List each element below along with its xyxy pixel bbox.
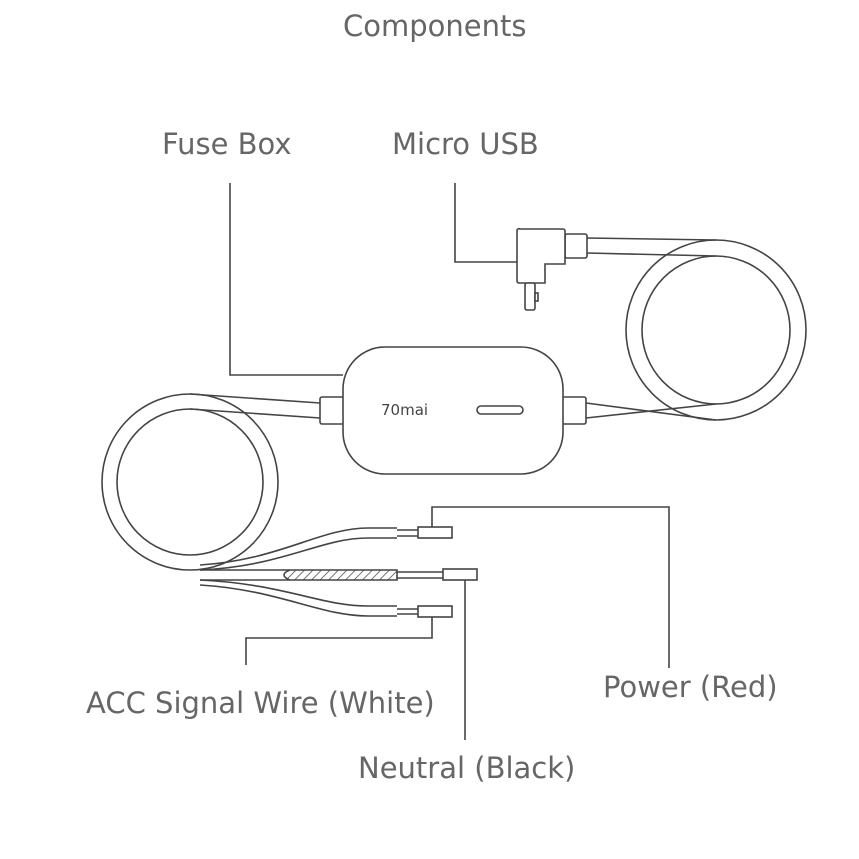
leader-acc bbox=[245, 617, 433, 665]
led-indicator bbox=[476, 405, 524, 415]
fuse-box-device: 70mai bbox=[319, 346, 587, 475]
left-cable-coil bbox=[101, 393, 321, 571]
right-cable-coil bbox=[585, 237, 807, 421]
leader-power bbox=[431, 506, 670, 668]
power-wires bbox=[199, 526, 478, 618]
leader-fuse-box bbox=[229, 183, 343, 376]
micro-usb-connector bbox=[516, 227, 588, 311]
label-fuse-box: Fuse Box bbox=[162, 127, 292, 161]
label-acc-signal-wire: ACC Signal Wire (White) bbox=[86, 686, 435, 720]
brand-logo: 70mai bbox=[381, 401, 428, 419]
label-power: Power (Red) bbox=[603, 670, 778, 704]
leader-micro-usb bbox=[454, 183, 517, 263]
diagram-title: Components bbox=[343, 9, 527, 43]
leader-lines bbox=[229, 183, 670, 740]
label-neutral: Neutral (Black) bbox=[358, 751, 576, 785]
label-micro-usb: Micro USB bbox=[392, 127, 539, 161]
